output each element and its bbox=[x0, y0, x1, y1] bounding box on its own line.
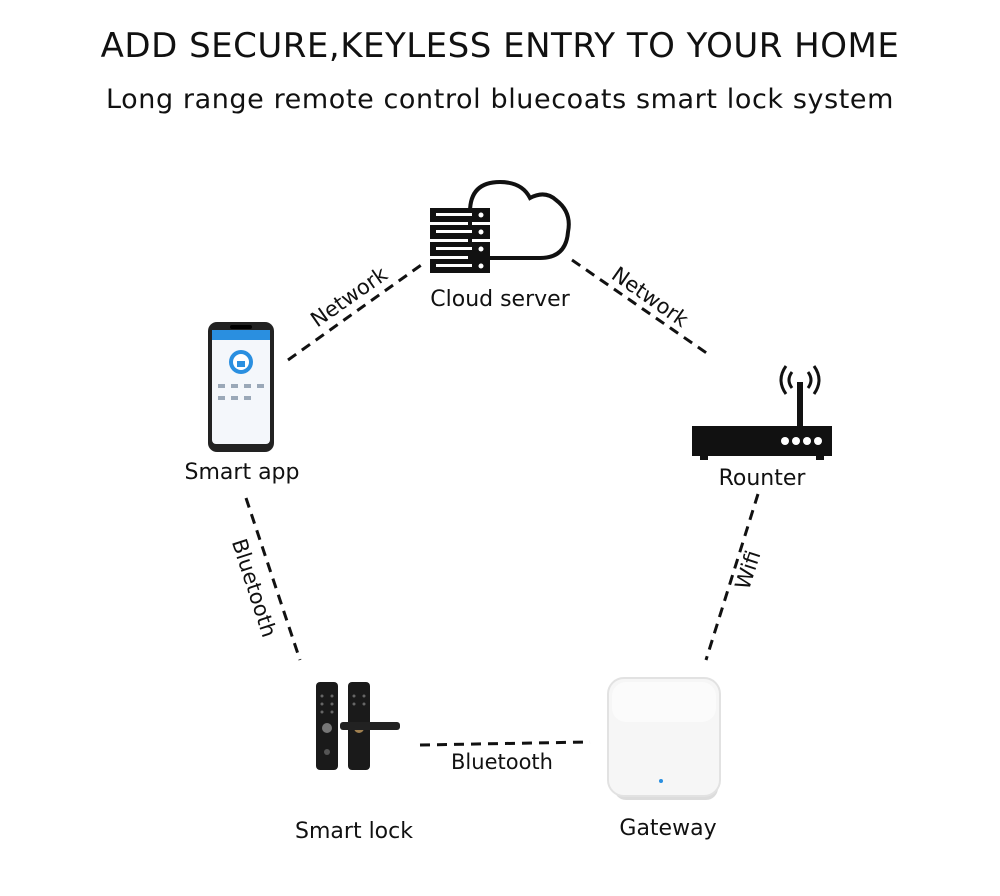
smart-app-label: Smart app bbox=[184, 460, 300, 485]
smartphone-icon bbox=[208, 322, 274, 452]
link-lock-gateway-line bbox=[419, 740, 591, 747]
diagram-subtitle: Long range remote control bluecoats smar… bbox=[105, 84, 895, 115]
router-label: Rounter bbox=[718, 466, 806, 491]
gateway-icon bbox=[607, 677, 721, 800]
cloud-server-label: Cloud server bbox=[430, 287, 570, 312]
diagram-title: ADD SECURE,KEYLESS ENTRY TO YOUR HOME bbox=[100, 26, 900, 66]
cloud-server-icon bbox=[430, 179, 571, 273]
link-cloud-router-line bbox=[571, 258, 709, 356]
router-icon bbox=[692, 365, 832, 460]
smart-lock-label: Smart lock bbox=[295, 819, 413, 844]
link-router-gateway-line bbox=[704, 493, 760, 661]
link-app-lock-line bbox=[244, 497, 302, 661]
gateway-label: Gateway bbox=[619, 816, 717, 841]
link-app-cloud-line bbox=[287, 261, 425, 362]
smart-lock-icon bbox=[316, 682, 400, 770]
link-lock-gateway-label: Bluetooth bbox=[451, 750, 553, 774]
